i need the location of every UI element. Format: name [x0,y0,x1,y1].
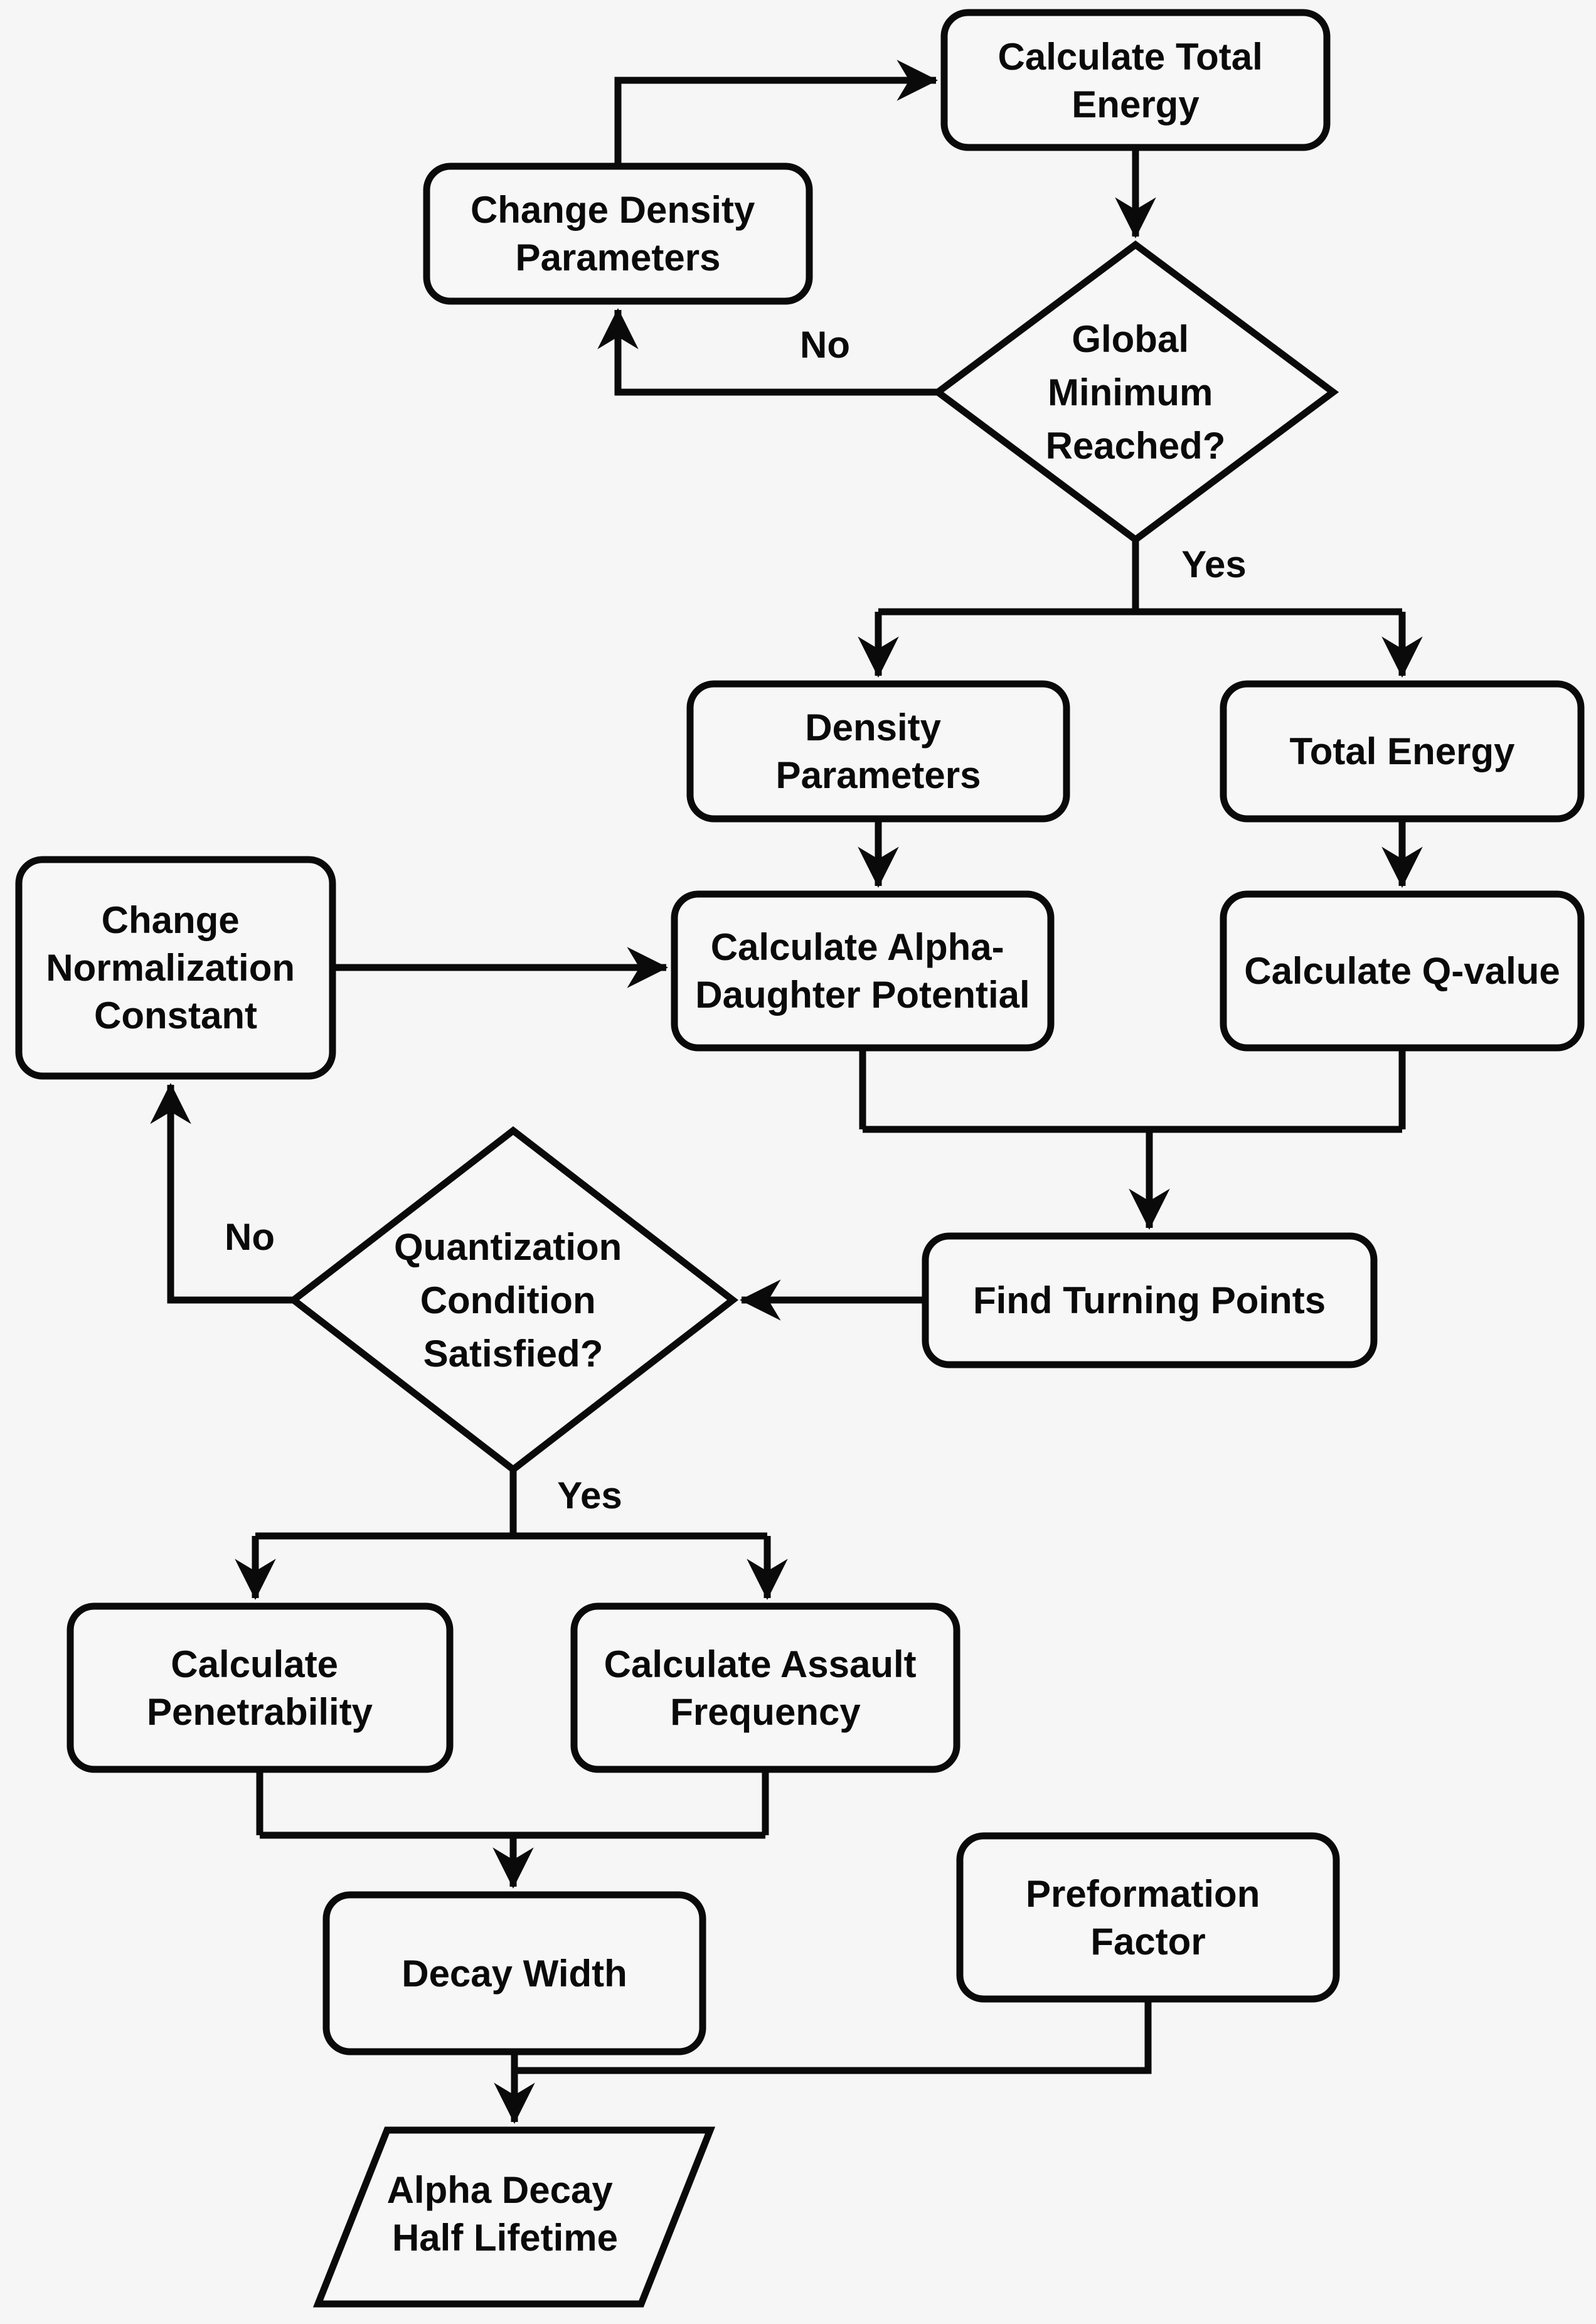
node-calc-penetrability: Calculate Penetrability [66,1602,454,1773]
edge-label-yes-top: Yes [1181,543,1246,585]
edge-label-yes-bottom: Yes [557,1474,622,1516]
process-box [322,1891,706,2055]
decision-diamond [932,240,1339,544]
node-label: Find Turning Points [973,1279,1326,1321]
node-label: Calculate Penetrability [147,1643,373,1733]
node-label: Global Minimum Reached? [1046,318,1226,467]
node-label: Total Energy [1290,730,1516,772]
process-box [15,856,336,1080]
process-box [1220,680,1585,823]
node-calc-total-energy: Calculate Total Energy [940,9,1331,151]
process-box [940,9,1331,151]
edge-global-minimum-no-to-change-density [597,308,938,396]
edge-quantization-no-to-change-normalization [150,1083,294,1304]
node-label: Calculate Q-value [1244,950,1560,992]
node-quantization-condition-satisfied: Quantization Condition Satisfied? [287,1126,739,1474]
node-label: Change Density Parameters [471,189,765,279]
node-find-turning-points: Find Turning Points [922,1232,1378,1368]
node-total-energy: Total Energy [1220,680,1585,823]
process-box [956,1832,1340,2003]
node-decay-width: Decay Width [322,1891,706,2055]
node-calc-alpha-daughter-potential: Calculate Alpha- Daughter Potential [671,890,1055,1052]
node-alpha-decay-half-lifetime: Alpha Decay Half Lifetime [312,2126,716,2308]
node-label: Alpha Decay Half Lifetime [387,2169,624,2259]
node-label: Calculate Total Energy [998,36,1274,125]
process-box [922,1232,1378,1368]
node-label: Calculate Assault Frequency [604,1643,927,1733]
process-box [671,890,1055,1052]
output-parallelogram [312,2126,716,2308]
node-global-minimum-reached: Global Minimum Reached? [932,240,1339,544]
edges [150,60,1423,2124]
edge-label-no-bottom: No [225,1216,275,1258]
process-box [66,1602,454,1773]
process-box [570,1602,960,1773]
node-label: Change Normalization Constant [46,899,305,1037]
node-label: Quantization Condition Satisfied? [394,1226,632,1375]
process-box [1220,890,1585,1052]
node-change-normalization-constant: Change Normalization Constant [15,856,336,1080]
edge-change-density-to-calc-total-energy [614,60,938,166]
node-density-parameters: Density Parameters [686,680,1070,823]
edge-label-no-top: No [800,324,850,366]
node-label: Density Parameters [776,706,981,796]
decision-diamond [287,1126,739,1474]
node-label: Preformation Factor [1026,1873,1270,1963]
node-preformation-factor: Preformation Factor [956,1832,1340,2003]
process-box [423,163,813,305]
node-change-density-parameters: Change Density Parameters [423,163,813,305]
process-box [686,680,1070,823]
node-calc-assault-frequency: Calculate Assault Frequency [570,1602,960,1773]
edge-preformation-factor-join [514,1999,1152,2074]
node-label: Decay Width [402,1953,627,1995]
node-label: Calculate Alpha- Daughter Potential [695,926,1029,1016]
node-calc-q-value: Calculate Q-value [1220,890,1585,1052]
